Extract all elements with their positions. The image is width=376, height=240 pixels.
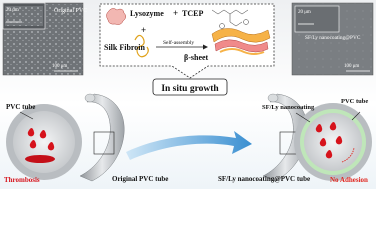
blood-drop-icon [39,130,47,139]
sem-left-large-scale: 100 μm [52,64,67,69]
right-pvc-tube-label: PVC tube [341,98,368,105]
plus-sign-1: + [173,8,178,18]
nanocoating-label: SF/Ly nanocoating [262,104,315,111]
sem-original-pvc: 20 μm Original PVC 100 μm [2,2,87,76]
plus-sign-2: + [141,25,146,35]
lysozyme-icon [106,8,126,25]
blood-drop-icon [329,122,337,131]
blood-drop-icon [325,150,333,159]
left-zoom-box [93,131,115,155]
figure-svg: 20 μm Original PVC 100 μm 20 μm SF/Ly na… [2,2,374,184]
in-situ-banner: In situ growth [152,78,228,96]
left-pvc-tube-label: PVC tube [6,103,35,111]
assembly-box: Lysozyme + TCEP + Silk Fibroin Self-asse… [99,3,275,79]
lysozyme-label: Lysozyme [130,9,164,18]
process-arrow [126,131,252,160]
original-tube-cross-section [6,104,82,180]
repel-arrow-icon [341,147,355,163]
self-assembly-label: Self-assembly [163,39,194,46]
sem-left-title: Original PVC [54,8,87,14]
blood-drop-icon [47,142,55,151]
original-tube-label: Original PVC tube [112,175,168,183]
coated-tube-label: SF/Ly nanocoating@PVC tube [218,175,310,183]
original-bent-tube [79,93,125,182]
sem-right-title: SF/Ly nanocoating@PVC [305,35,361,41]
sem-left-small-scale: 20 μm [6,8,19,13]
tcep-label: TCEP [182,9,203,18]
sem-coated-pvc: 20 μm SF/Ly nanocoating@PVC 100 μm [291,2,374,76]
silk-fibroin-label: Silk Fibroin [104,43,146,52]
thrombosis-label: Thrombosis [4,176,40,184]
blood-drop-icon [315,124,323,133]
tcep-structure-icon [211,9,249,29]
sem-right-large-scale: 100 μm [344,64,359,69]
beta-sheet-icon [211,28,271,55]
figure-canvas: 20 μm Original PVC 100 μm 20 μm SF/Ly na… [0,0,376,189]
blood-drop-icon [319,138,327,147]
no-adhesion-label: No Adhesion [330,176,368,184]
blood-drop-icon [27,128,35,137]
beta-sheet-label: β-sheet [184,53,209,62]
silk-fibroin-icon [134,34,149,58]
blood-drop-icon [335,136,343,145]
blood-drop-icon [29,140,37,149]
coated-tube-cross-section [294,103,372,181]
thrombus-clot [25,155,55,163]
sem-right-small-scale: 20 μm [298,10,311,15]
in-situ-growth-label: In situ growth [161,84,219,94]
